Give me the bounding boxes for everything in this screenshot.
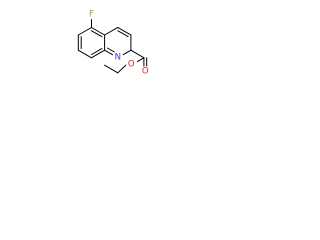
bond bbox=[77, 49, 92, 59]
ester-oxygen-label: O bbox=[128, 60, 135, 70]
bond bbox=[91, 27, 106, 36]
bond bbox=[136, 57, 145, 63]
bond bbox=[104, 26, 119, 36]
nitrogen-label: N bbox=[115, 52, 121, 62]
atom-labels: F N O O bbox=[86, 9, 150, 77]
label-mask bbox=[112, 52, 123, 63]
bonds bbox=[77, 16, 148, 74]
structure-canvas: F N O O bbox=[0, 0, 150, 150]
bond bbox=[91, 30, 103, 38]
bond bbox=[104, 64, 119, 74]
bond bbox=[106, 47, 115, 53]
bond bbox=[117, 26, 132, 36]
carbonyl-oxygen-label: O bbox=[142, 66, 149, 76]
bond bbox=[121, 49, 132, 56]
bond bbox=[117, 64, 127, 74]
label-mask bbox=[140, 66, 150, 77]
bond bbox=[91, 48, 103, 55]
bond bbox=[117, 30, 129, 38]
bond bbox=[104, 49, 114, 56]
label-mask bbox=[126, 59, 137, 70]
label-mask bbox=[86, 9, 97, 20]
bond bbox=[90, 49, 106, 59]
bond bbox=[77, 27, 92, 36]
bond bbox=[130, 49, 145, 59]
molecule-structure: F N O O bbox=[77, 9, 150, 77]
fluorine-label: F bbox=[89, 9, 94, 19]
